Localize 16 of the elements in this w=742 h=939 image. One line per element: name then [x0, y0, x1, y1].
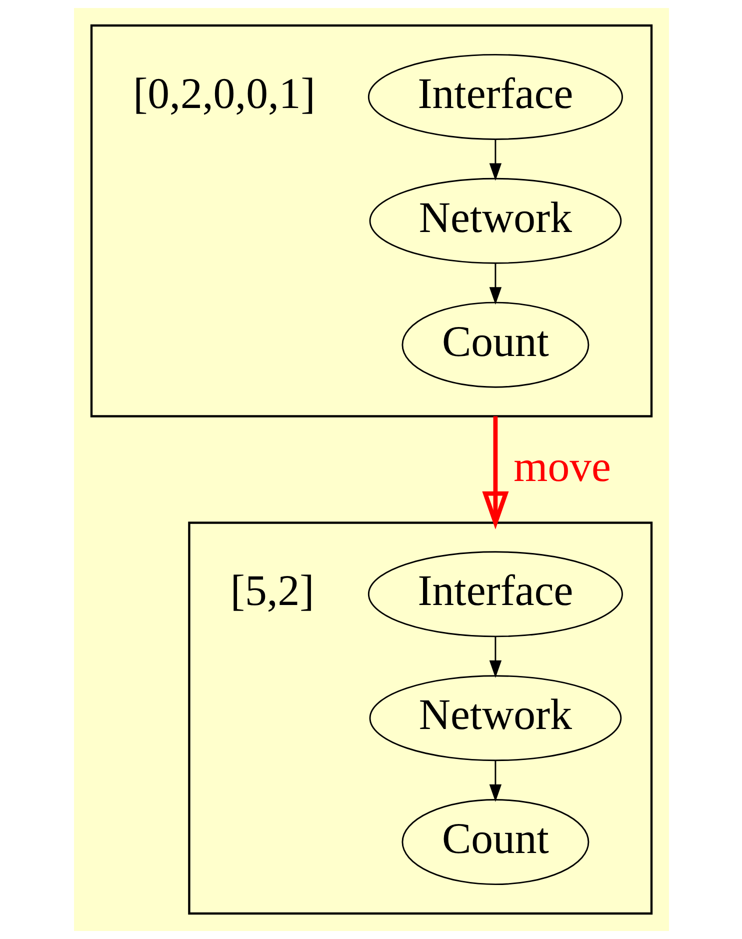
- node-ellipse: Count: [401, 302, 589, 388]
- arrow: [488, 263, 502, 305]
- node-ellipse: Network: [368, 178, 622, 264]
- node-ellipse: Interface: [367, 551, 622, 638]
- node-ellipse: Count: [401, 799, 589, 886]
- arrow: [482, 416, 508, 530]
- cluster: [90, 24, 652, 418]
- cluster: [188, 522, 652, 915]
- arrow: [488, 139, 502, 181]
- arrow: [488, 636, 502, 678]
- label: [5,2]: [230, 567, 314, 616]
- node-ellipse: Network: [368, 675, 622, 762]
- label: [0,2,0,0,1]: [132, 70, 315, 118]
- node-ellipse: Interface: [367, 54, 622, 140]
- arrow: [488, 760, 502, 802]
- edge-label: move: [513, 443, 610, 492]
